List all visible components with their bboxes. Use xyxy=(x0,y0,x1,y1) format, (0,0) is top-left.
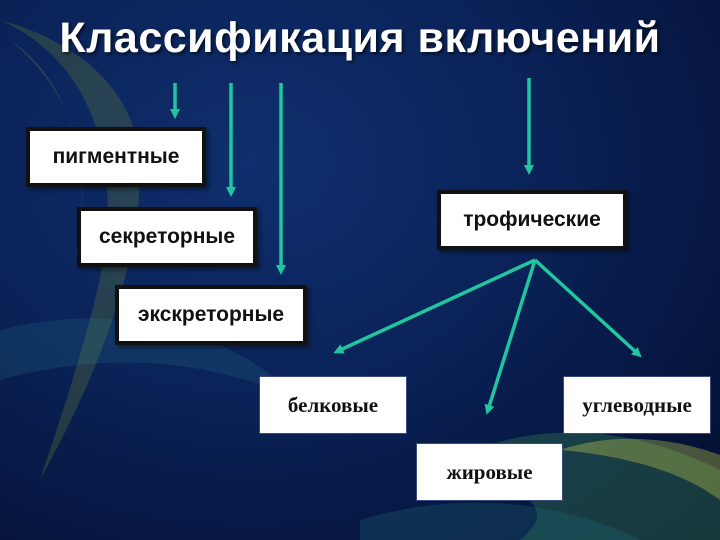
category-secretory-label: секреторные xyxy=(98,225,236,248)
subtype-fat: жировые xyxy=(416,443,563,501)
subtype-protein-label: белковые xyxy=(287,392,379,417)
subtype-carbohydrate-label: углеводные xyxy=(582,392,692,417)
arrow-to-fat xyxy=(484,259,537,415)
subtype-fat-label: жировые xyxy=(446,459,533,484)
category-excretory: экскреторные xyxy=(115,285,307,345)
category-trophic-label: трофические xyxy=(463,208,601,231)
subtype-carbohydrate: углеводные xyxy=(563,376,711,434)
category-trophic: трофические xyxy=(437,190,627,250)
subtype-protein: белковые xyxy=(259,376,407,434)
arrow-to-carbohydrate xyxy=(533,258,642,358)
category-pigment-label: пигментные xyxy=(52,145,180,168)
arrow-to-protein xyxy=(333,258,536,354)
category-pigment: пигментные xyxy=(26,127,206,187)
slide-title: Классификация включений xyxy=(59,14,661,62)
category-secretory: секреторные xyxy=(77,207,257,267)
category-excretory-label: экскреторные xyxy=(137,303,285,326)
